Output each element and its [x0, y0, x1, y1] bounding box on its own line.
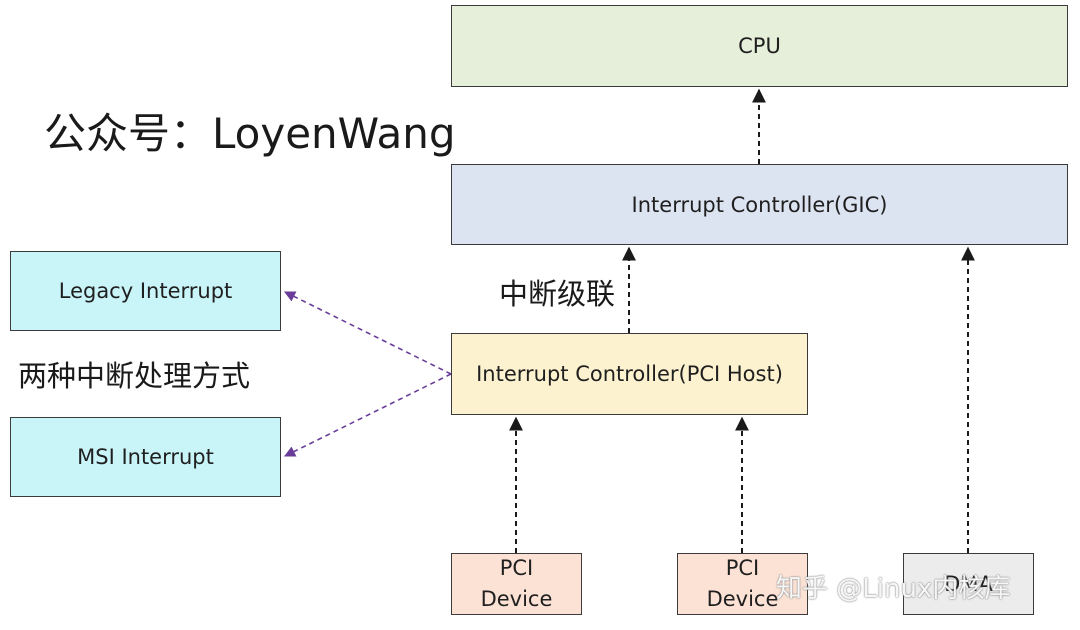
dma-label: DMA: [944, 572, 993, 596]
pci-device-2-line-2: Device: [706, 587, 779, 611]
two-ways-label: 两种中断处理方式: [18, 359, 251, 393]
pci-host-controller-box: Interrupt Controller(PCI Host): [451, 333, 808, 415]
wechat-account-label: 公众号：LoyenWang: [44, 109, 456, 158]
pci-device-box-1: PCI Device: [451, 553, 582, 615]
msi-interrupt-label: MSI Interrupt: [77, 445, 214, 469]
gic-label: Interrupt Controller(GIC): [631, 192, 888, 217]
legacy-interrupt-box: Legacy Interrupt: [10, 251, 281, 331]
host-to-msi-arrow: [283, 373, 452, 457]
cpu-box: CPU: [451, 5, 1068, 87]
pci-device-1-line-1: PCI: [499, 556, 534, 580]
cpu-label: CPU: [738, 34, 781, 58]
msi-interrupt-box: MSI Interrupt: [10, 417, 281, 497]
pci-device-box-2: PCI Device: [677, 553, 808, 615]
host-to-legacy-arrow: [283, 291, 452, 375]
cascade-label: 中断级联: [499, 277, 616, 311]
legacy-interrupt-label: Legacy Interrupt: [58, 279, 233, 303]
pci-device-1-line-2: Device: [480, 587, 553, 611]
gic-box: Interrupt Controller(GIC): [451, 164, 1068, 245]
pci-device-2-line-1: PCI: [725, 556, 760, 580]
dma-box: DMA: [903, 553, 1034, 615]
pci-host-label: Interrupt Controller(PCI Host): [476, 362, 783, 386]
watermark-text: 知乎 @Linux内核库: [776, 574, 1011, 604]
